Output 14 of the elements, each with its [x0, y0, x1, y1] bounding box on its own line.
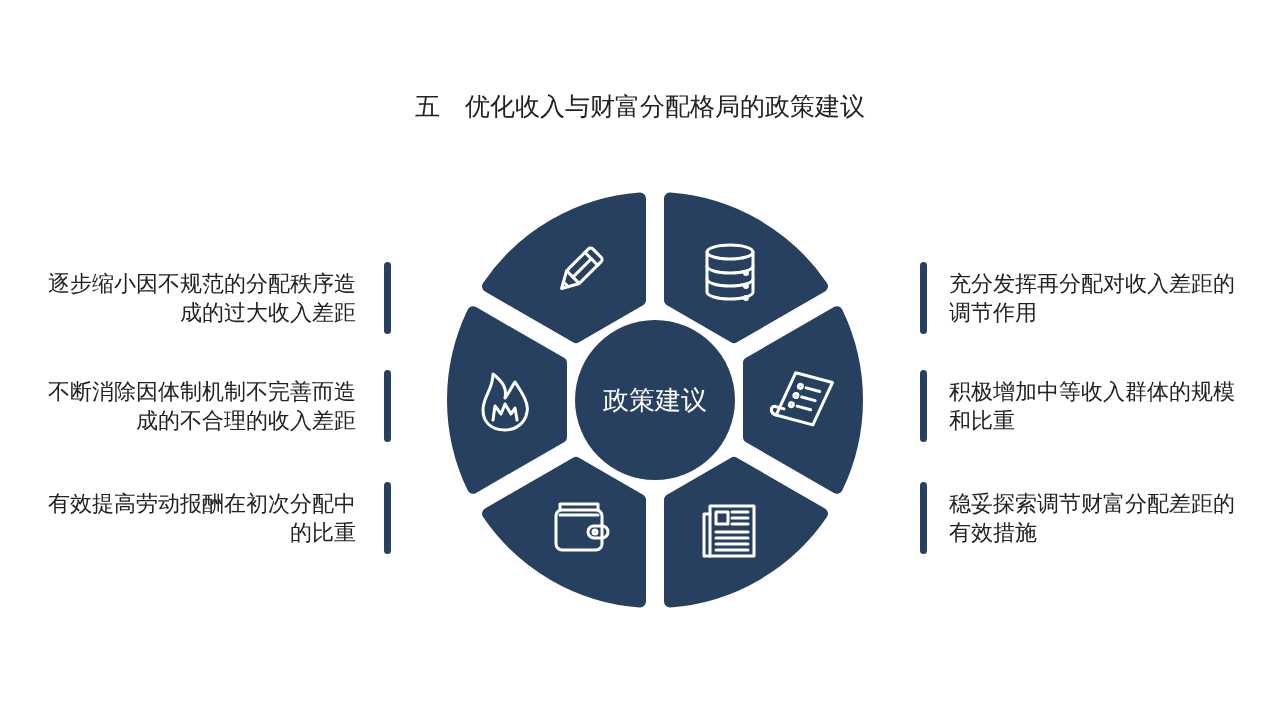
item-text: 逐步缩小因不规范的分配秩序造成的过大收入差距	[47, 270, 356, 327]
item-text: 不断消除因体制机制不完善而造成的不合理的收入差距	[47, 378, 356, 435]
center-circle: 政策建议	[575, 320, 735, 480]
wheel-segment	[664, 456, 828, 608]
wheel-segment	[743, 306, 863, 494]
item-text: 充分发挥再分配对收入差距的调节作用	[949, 270, 1236, 327]
wheel-segment	[664, 192, 828, 344]
wheel-segment	[482, 192, 646, 344]
wheel-segment	[447, 306, 567, 494]
page-title: 五 优化收入与财富分配格局的政策建议	[414, 91, 866, 123]
item-text: 积极增加中等收入群体的规模和比重	[949, 378, 1236, 435]
item-text: 有效提高劳动报酬在初次分配中的比重	[47, 490, 356, 547]
wheel-segment	[482, 456, 646, 608]
item-text: 稳妥探索调节财富分配差距的有效措施	[949, 490, 1236, 547]
